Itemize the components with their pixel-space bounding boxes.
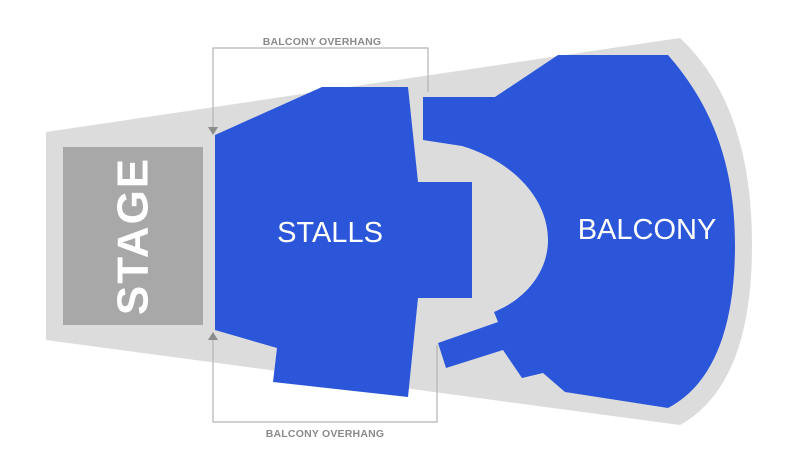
stage-label: STAGE	[109, 157, 158, 315]
stage-area	[63, 147, 203, 325]
overhang-arrow-top	[208, 127, 218, 135]
stalls-section[interactable]	[215, 87, 472, 397]
overhang-label-bottom: BALCONY OVERHANG	[266, 428, 385, 440]
overhang-bracket-top	[212, 47, 429, 127]
overhang-bracket-bottom	[212, 340, 438, 423]
balcony-label[interactable]: BALCONY	[578, 214, 717, 246]
overhang-arrow-bottom	[208, 332, 218, 340]
stalls-label[interactable]: STALLS	[277, 217, 383, 249]
overhang-label-top: BALCONY OVERHANG	[263, 36, 382, 48]
balcony-section[interactable]	[423, 55, 735, 408]
